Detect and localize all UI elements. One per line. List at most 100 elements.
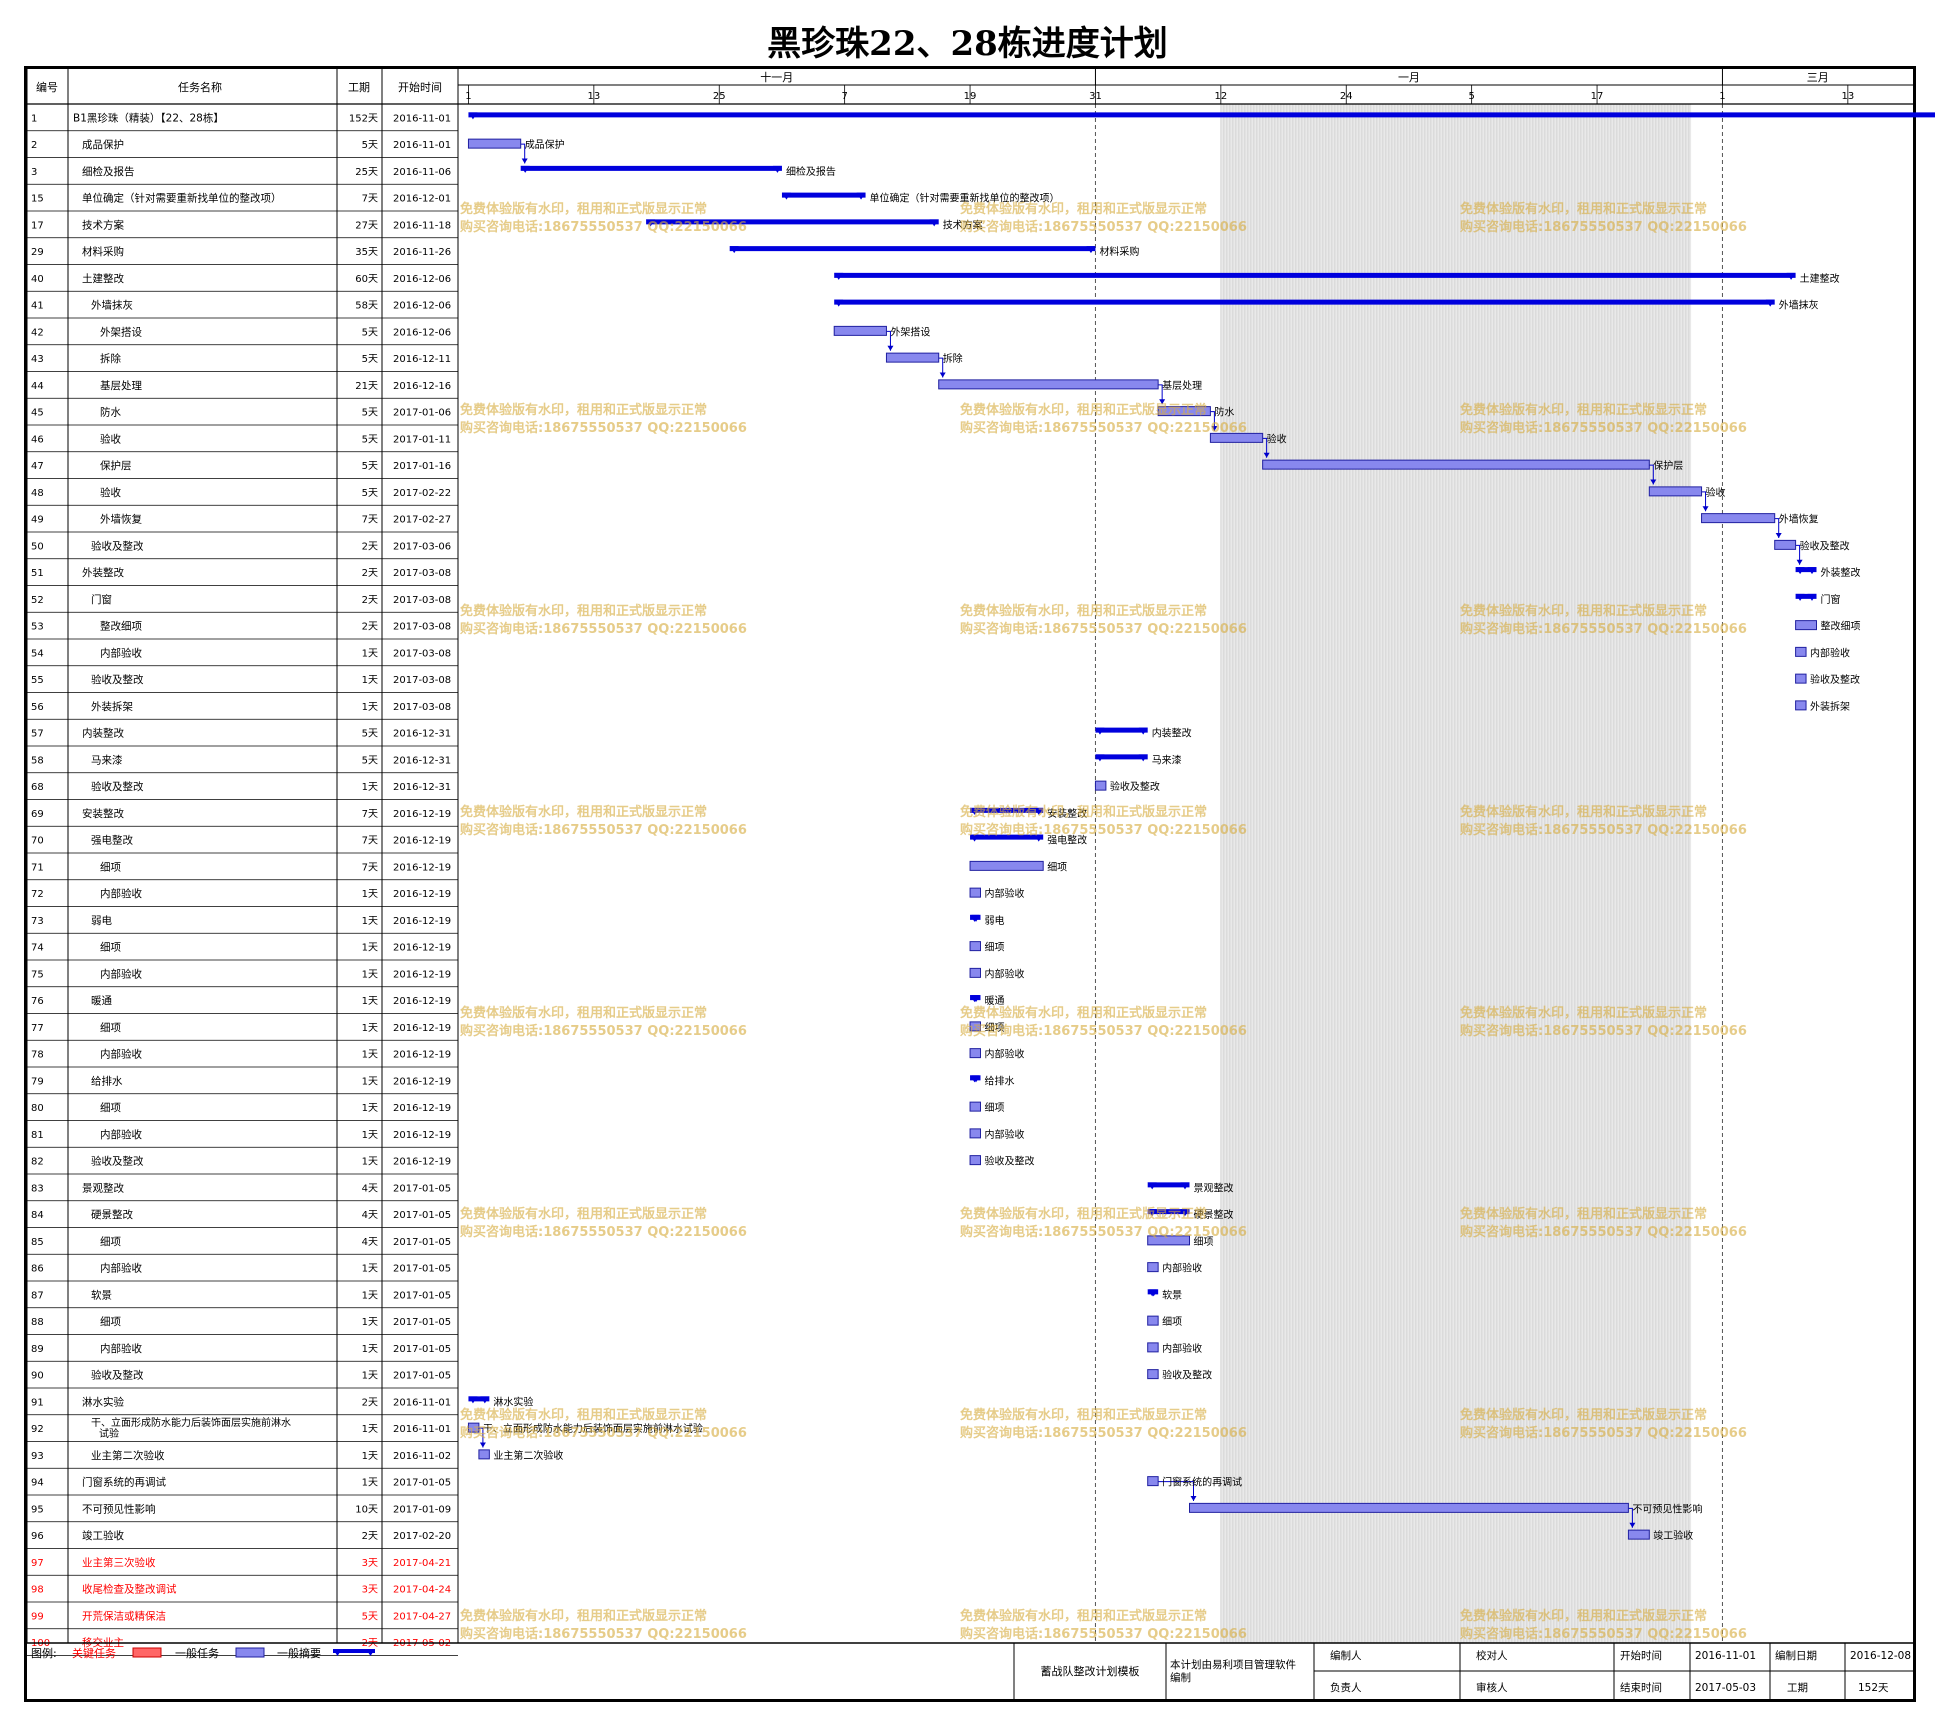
bar-label: 不可预见性影响 (1632, 1502, 1702, 1515)
summary-bar (1147, 1182, 1190, 1188)
task-id: 51 (31, 568, 44, 579)
task-start: 2016-11-02 (393, 1451, 451, 1462)
task-id: 53 (31, 622, 44, 633)
column-header-id: 编号 (36, 80, 58, 94)
tick-label: 19 (964, 91, 977, 102)
task-bar (1094, 780, 1107, 791)
task-id: 77 (31, 1023, 44, 1034)
dependency-arrow (939, 372, 946, 378)
task-bar (1189, 1502, 1629, 1513)
task-start: 2016-12-19 (393, 969, 451, 980)
bar-label: 验收及整改 (1110, 780, 1160, 793)
task-bar (1147, 1262, 1159, 1273)
task-duration: 5天 (362, 755, 378, 766)
bar-label: 保护层 (1653, 459, 1683, 472)
task-bar (1795, 620, 1817, 631)
task-id: 2 (31, 140, 37, 151)
task-start: 2017-01-05 (393, 1237, 451, 1248)
holiday-band (1220, 104, 1692, 1643)
task-id: 47 (31, 461, 44, 472)
task-duration: 5天 (362, 1611, 378, 1622)
summary-cap (1180, 1182, 1190, 1190)
task-start: 2017-04-24 (393, 1585, 451, 1596)
task-bar (467, 138, 522, 149)
task-id: 99 (31, 1611, 44, 1622)
legend-summary-label: 一般摘要 (277, 1646, 321, 1660)
dependency-arrow (1702, 506, 1709, 512)
column-header-start: 开始时间 (398, 80, 442, 94)
task-start: 2016-12-31 (393, 782, 451, 793)
bar-label: 内部验收 (985, 887, 1025, 900)
task-bar (1774, 539, 1797, 550)
task-start: 2016-12-19 (393, 809, 451, 820)
bar-label: 验收 (1267, 432, 1287, 445)
task-start: 2017-01-05 (393, 1344, 451, 1355)
dependency-link (886, 330, 891, 351)
task-duration: 7天 (362, 862, 378, 873)
bar-label: 给排水 (985, 1074, 1015, 1087)
task-name: 验收及整改 (91, 1155, 144, 1168)
summary-bar (1095, 754, 1148, 760)
task-name: 外装拆架 (91, 700, 133, 713)
legend-critical-label: 关键任务 (72, 1646, 116, 1660)
tick-label: 1 (465, 91, 471, 102)
task-name: 外架搭设 (100, 325, 142, 338)
summary-cap (1095, 727, 1105, 735)
task-id: 15 (31, 194, 44, 205)
task-bar (1795, 673, 1807, 684)
task-duration: 60天 (355, 274, 378, 285)
summary-bar (781, 192, 866, 198)
bar-label: 内部验收 (985, 1128, 1025, 1141)
task-start: 2016-12-19 (393, 836, 451, 847)
task-duration: 5天 (362, 434, 378, 445)
task-start: 2016-12-19 (393, 1157, 451, 1168)
summary-cap (781, 192, 791, 200)
task-bar (1262, 459, 1650, 470)
task-bar (1648, 486, 1703, 497)
summary-cap (929, 219, 939, 227)
footer-end-value: 2017-05-03 (1695, 1682, 1756, 1694)
task-name: 安装整改 (82, 807, 124, 820)
task-id: 96 (31, 1531, 44, 1542)
dependency-arrow (521, 158, 528, 164)
task-id: 80 (31, 1103, 44, 1114)
dependency-link (478, 1427, 484, 1448)
task-id: 97 (31, 1558, 44, 1569)
task-name: 内部验收 (100, 1048, 142, 1061)
task-id: 81 (31, 1130, 44, 1141)
summary-cap (971, 995, 981, 1003)
task-name: 业主第二次验收 (91, 1449, 165, 1462)
task-duration: 7天 (362, 515, 378, 526)
task-start: 2016-11-01 (393, 113, 451, 124)
footer-software: 本计划由易利项目管理软件编制 (1170, 1658, 1296, 1684)
task-duration: 2天 (362, 622, 378, 633)
task-start: 2016-11-26 (393, 247, 451, 258)
task-id: 43 (31, 354, 44, 365)
dependency-arrow (887, 345, 894, 351)
task-duration: 2天 (362, 568, 378, 579)
summary-cap (1034, 834, 1044, 842)
task-name: 内部验收 (100, 1342, 142, 1355)
bar-label: 细检及报告 (786, 165, 836, 178)
bar-label: 景观整改 (1194, 1181, 1234, 1194)
summary-cap (1034, 807, 1044, 815)
bar-label: 土建整改 (1800, 272, 1840, 285)
footer-duration-label: 工期 (1787, 1682, 1808, 1694)
task-bar (478, 1449, 490, 1460)
footer-end-label: 结束时间 (1620, 1681, 1662, 1694)
task-id: 46 (31, 434, 44, 445)
task-start: 2017-01-05 (393, 1210, 451, 1221)
summary-cap (1765, 299, 1775, 307)
task-id: 87 (31, 1290, 44, 1301)
legend-title: 图例: (31, 1646, 57, 1660)
task-name: 细项 (100, 941, 121, 954)
legend-summary-cap (333, 1649, 342, 1656)
task-name: 内部验收 (100, 646, 142, 659)
bar-label: 暖通 (985, 994, 1005, 1007)
task-name: 验收及整改 (91, 1369, 144, 1382)
tick-label: 24 (1340, 91, 1353, 102)
task-id: 69 (31, 809, 44, 820)
summary-bar (1095, 727, 1148, 733)
task-duration: 1天 (362, 916, 378, 927)
